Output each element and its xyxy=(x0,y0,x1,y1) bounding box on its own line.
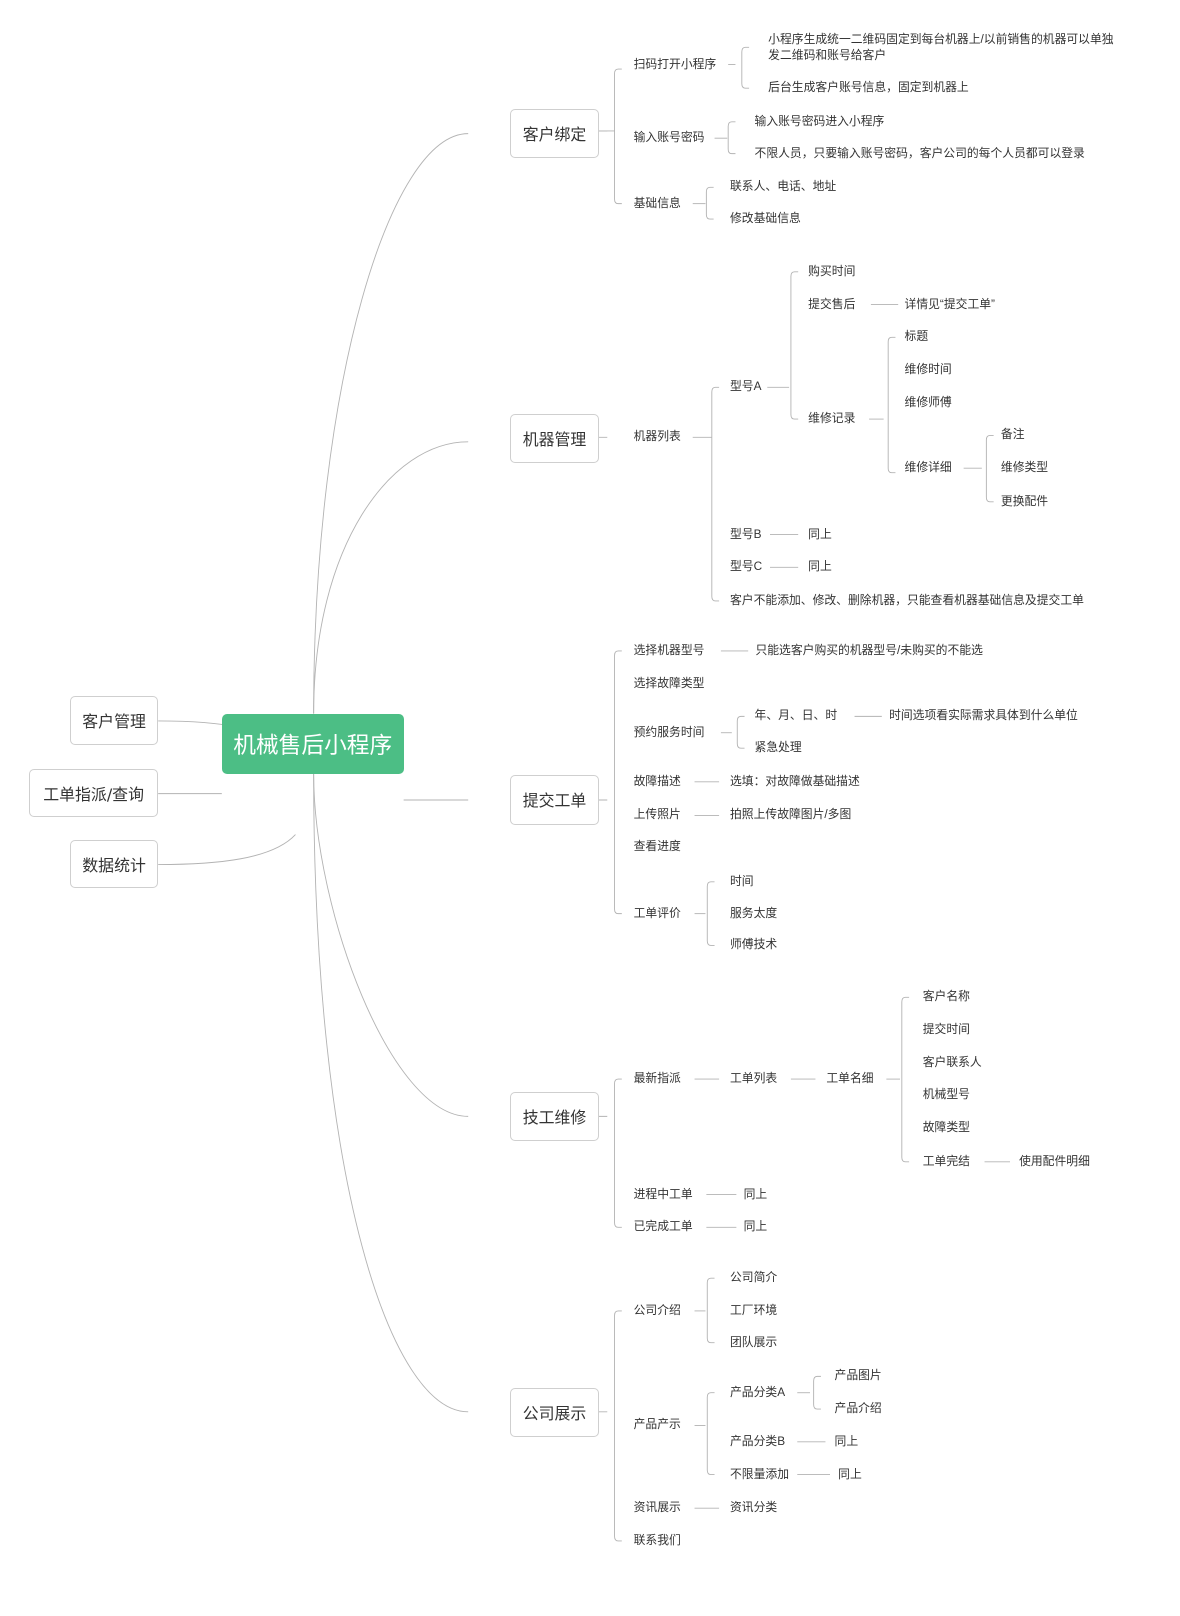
node-customer-name[interactable]: 客户名称 xyxy=(922,989,970,1004)
node-model-a[interactable]: 型号A xyxy=(730,379,762,394)
branch-customer-binding[interactable]: 客户绑定 xyxy=(510,109,600,159)
node-contact-us[interactable]: 联系我们 xyxy=(633,1533,681,1547)
node-latest-assigned[interactable]: 最新指派 xyxy=(633,1071,681,1086)
node-eval-skill[interactable]: 师傅技术 xyxy=(730,937,778,952)
node-contact-phone-address[interactable]: 联系人、电话、地址 xyxy=(730,179,837,194)
node-ticket-evaluate[interactable]: 工单评价 xyxy=(633,905,681,920)
node-repair-master[interactable]: 维修师傅 xyxy=(904,394,952,409)
node-unlimited-add[interactable]: 不限量添加 xyxy=(730,1466,789,1481)
node-model-c-same[interactable]: 同上 xyxy=(808,559,832,574)
node-urgent[interactable]: 紧急处理 xyxy=(754,740,802,755)
left-node-customer-management[interactable]: 客户管理 xyxy=(70,696,159,745)
node-repair-title[interactable]: 标题 xyxy=(904,329,929,344)
node-in-progress[interactable]: 进程中工单 xyxy=(633,1186,693,1201)
node-ticket-detail[interactable]: 工单名细 xyxy=(826,1071,874,1086)
left-node-ticket-dispatch[interactable]: 工单指派/查询 xyxy=(29,769,159,818)
node-fault-type[interactable]: 故障类型 xyxy=(922,1120,970,1135)
node-news-category[interactable]: 资讯分类 xyxy=(730,1500,778,1515)
node-repair-detail[interactable]: 维修详细 xyxy=(904,460,952,475)
node-model-c[interactable]: 型号C xyxy=(730,559,763,574)
node-model-b[interactable]: 型号B xyxy=(730,526,762,541)
node-company-intro[interactable]: 公司介绍 xyxy=(633,1303,681,1317)
node-submit-time[interactable]: 提交时间 xyxy=(922,1022,970,1037)
root-topic[interactable]: 机械售后小程序 xyxy=(221,713,404,774)
branch-technician-repair[interactable]: 技工维修 xyxy=(510,1091,600,1141)
node-buy-time[interactable]: 购买时间 xyxy=(808,263,856,278)
node-repair-type[interactable]: 维修类型 xyxy=(1000,460,1049,475)
branch-submit-ticket[interactable]: 提交工单 xyxy=(510,775,600,825)
node-machine-model[interactable]: 机械型号 xyxy=(922,1087,970,1102)
branch-company-display[interactable]: 公司展示 xyxy=(510,1388,600,1438)
node-completed-same[interactable]: 同上 xyxy=(743,1219,768,1234)
node-upload-photo[interactable]: 上传照片 xyxy=(633,807,681,822)
node-category-b-same[interactable]: 同上 xyxy=(834,1433,859,1448)
node-factory-env[interactable]: 工厂环境 xyxy=(730,1303,778,1317)
node-choose-fault[interactable]: 选择故障类型 xyxy=(633,675,705,690)
node-login-detail-enter[interactable]: 输入账号密码进入小程序 xyxy=(754,113,885,128)
node-fault-desc-detail[interactable]: 选填：对故障做基础描述 xyxy=(730,773,860,788)
node-login[interactable]: 输入账号密码 xyxy=(633,130,705,145)
node-edit-basic-info[interactable]: 修改基础信息 xyxy=(730,211,801,226)
node-basic-info[interactable]: 基础信息 xyxy=(633,195,681,210)
node-scan-open[interactable]: 扫码打开小程序 xyxy=(633,56,717,71)
node-product-picture[interactable]: 产品图片 xyxy=(834,1368,882,1383)
node-products[interactable]: 产品产示 xyxy=(633,1417,681,1432)
branch-machine-management[interactable]: 机器管理 xyxy=(510,413,600,463)
node-team-display[interactable]: 团队展示 xyxy=(730,1334,778,1349)
node-model-b-same[interactable]: 同上 xyxy=(808,526,832,541)
node-submit-after-sales-detail[interactable]: 详情见“提交工单” xyxy=(904,296,995,311)
node-scan-detail-qrcode[interactable]: 小程序生成统一二维码固定到每台机器上/以前销售的机器可以单独发二维码和账号给客户 xyxy=(768,31,1114,63)
node-ticket-done[interactable]: 工单完结 xyxy=(922,1153,970,1168)
node-choose-model-detail[interactable]: 只能选客户购买的机器型号/未购买的不能选 xyxy=(755,643,983,657)
node-in-progress-same[interactable]: 同上 xyxy=(743,1186,768,1201)
node-parts-detail[interactable]: 使用配件明细 xyxy=(1019,1153,1090,1168)
node-ymdh[interactable]: 年、月、日、时 xyxy=(754,708,838,723)
node-unlimited-add-same[interactable]: 同上 xyxy=(838,1466,862,1481)
node-customer-contact[interactable]: 客户联系人 xyxy=(922,1054,982,1069)
node-product-intro[interactable]: 产品介绍 xyxy=(834,1401,882,1416)
node-repair-note[interactable]: 备注 xyxy=(1000,427,1025,442)
node-eval-attitude[interactable]: 服务太度 xyxy=(730,905,778,920)
node-appointment[interactable]: 预约服务时间 xyxy=(633,724,705,739)
node-scan-detail-account[interactable]: 后台生成客户账号信息，固定到机器上 xyxy=(768,80,969,95)
node-company-brief[interactable]: 公司简介 xyxy=(730,1270,778,1285)
node-completed[interactable]: 已完成工单 xyxy=(633,1219,693,1234)
node-fault-desc[interactable]: 故障描述 xyxy=(633,773,681,788)
node-category-a[interactable]: 产品分类A xyxy=(730,1384,786,1399)
node-ymdh-detail[interactable]: 时间选项看实际需求具体到什么单位 xyxy=(889,708,1078,723)
node-news-display[interactable]: 资讯展示 xyxy=(633,1500,681,1515)
node-machine-restriction[interactable]: 客户不能添加、修改、删除机器，只能查看机器基础信息及提交工单 xyxy=(730,593,1084,607)
node-repair-record[interactable]: 维修记录 xyxy=(808,411,856,426)
node-replace-parts[interactable]: 更换配件 xyxy=(1000,493,1049,508)
node-machine-list[interactable]: 机器列表 xyxy=(633,429,681,444)
node-choose-model[interactable]: 选择机器型号 xyxy=(633,643,705,657)
node-submit-after-sales[interactable]: 提交售后 xyxy=(808,296,856,311)
node-category-b[interactable]: 产品分类B xyxy=(730,1433,786,1448)
node-view-progress[interactable]: 查看进度 xyxy=(633,839,681,854)
left-node-data-statistics[interactable]: 数据统计 xyxy=(70,840,159,889)
node-eval-time[interactable]: 时间 xyxy=(730,873,754,888)
node-upload-photo-detail[interactable]: 拍照上传故障图片/多图 xyxy=(730,807,852,822)
node-login-detail-unlimited[interactable]: 不限人员，只要输入账号密码，客户公司的每个人员都可以登录 xyxy=(754,145,1085,160)
node-repair-time[interactable]: 维修时间 xyxy=(904,362,952,377)
node-ticket-list[interactable]: 工单列表 xyxy=(730,1071,778,1086)
